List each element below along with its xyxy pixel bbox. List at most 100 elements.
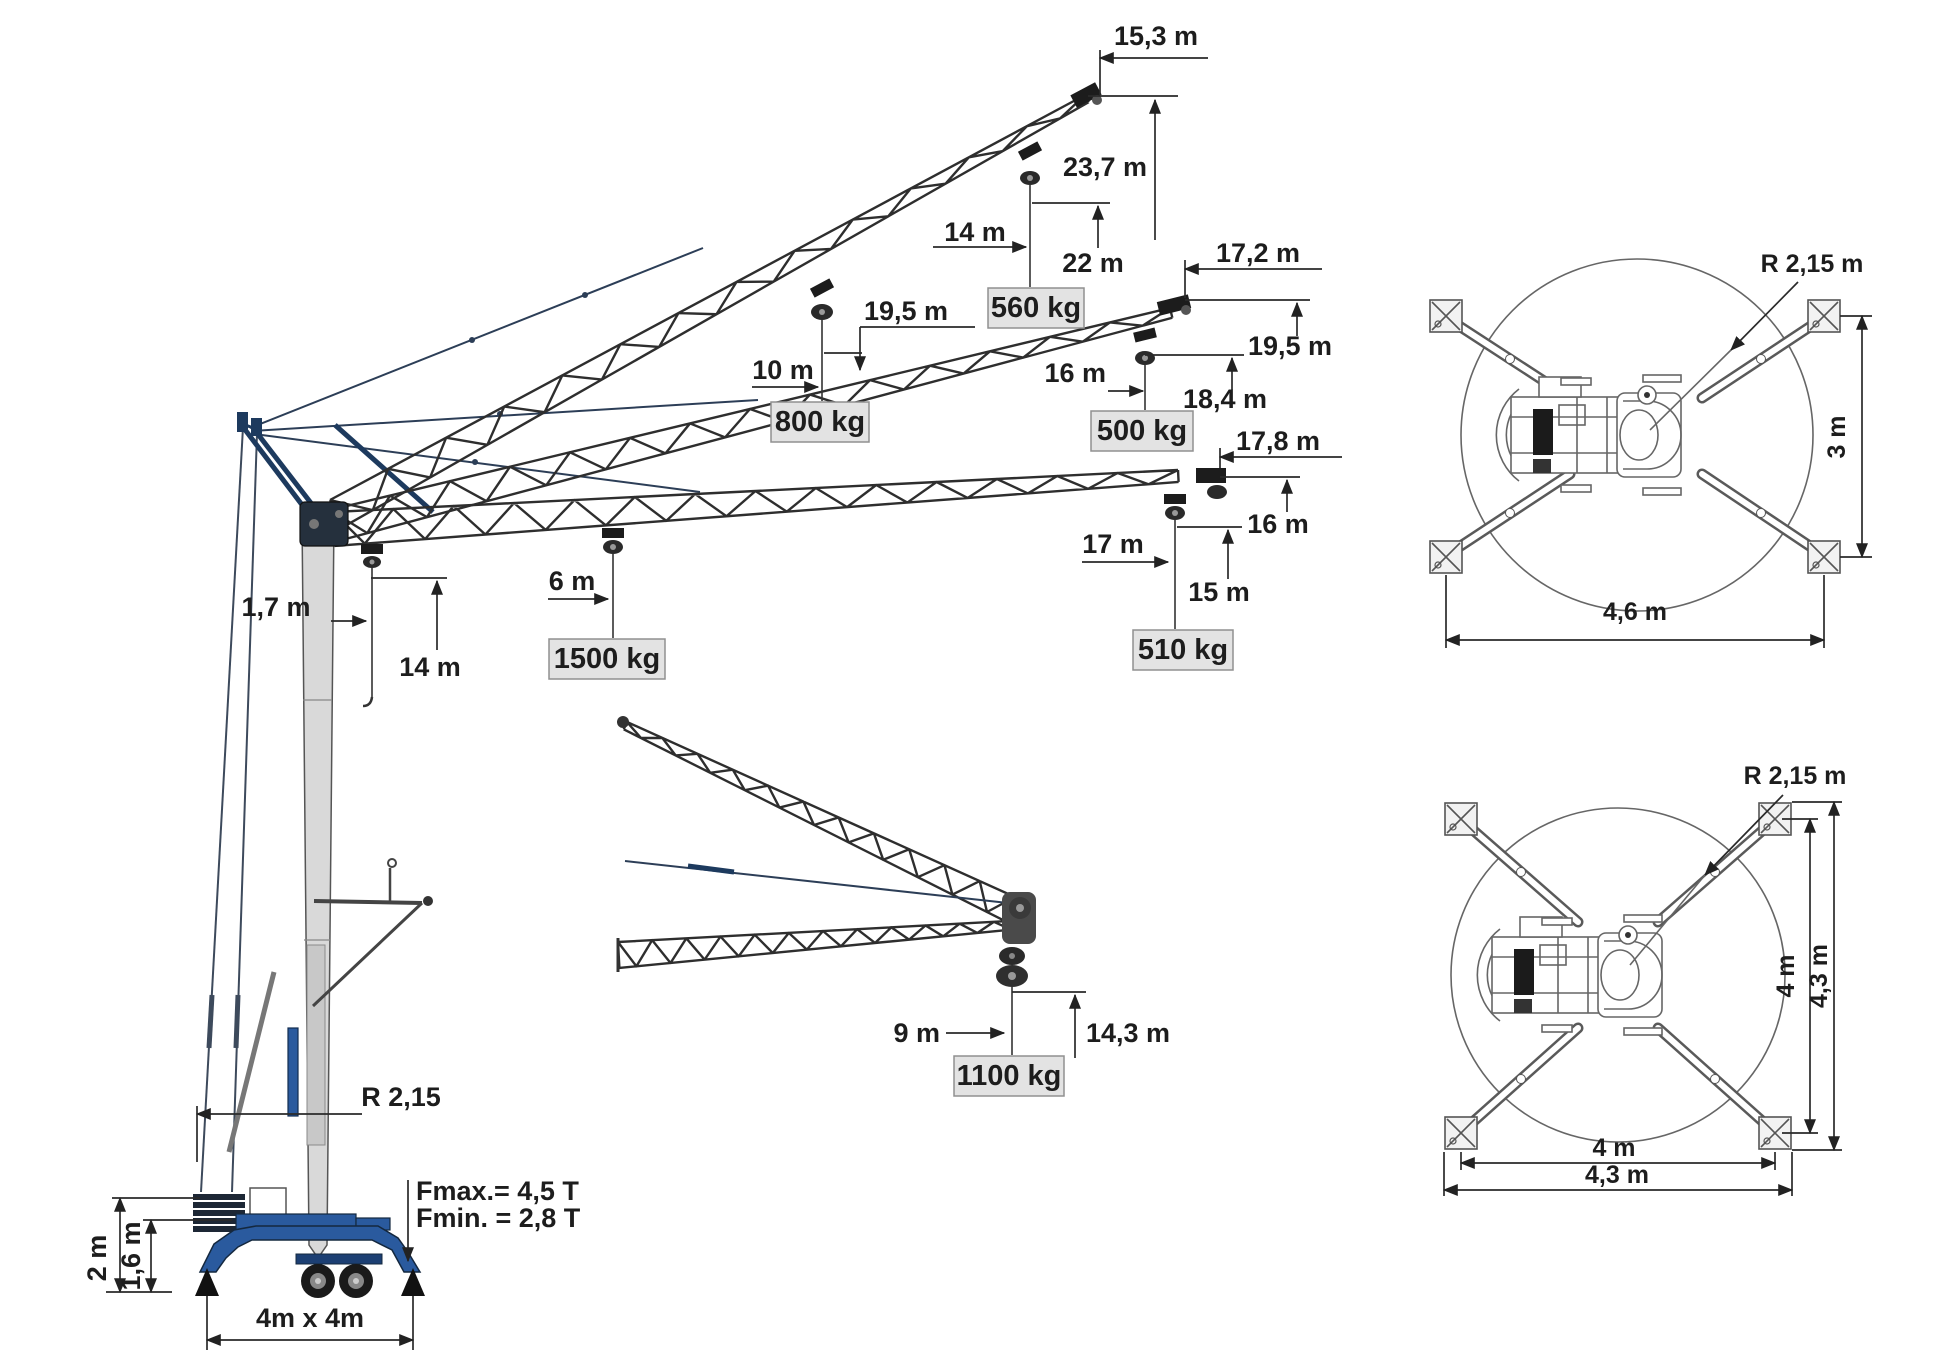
- label-500-kg: 500 kg: [1097, 415, 1187, 447]
- label-r215-extended: R 2,15 m: [1744, 762, 1847, 790]
- dim-slew-radius-compact: R 2,15 m: [1649, 250, 1864, 431]
- dim-tip-height-15deg: 19,5 m: [1185, 299, 1332, 361]
- label-16-m-horiz: 16 m: [1247, 509, 1309, 539]
- capacity-800kg: 800 kg: [770, 401, 870, 443]
- label-17-8-m: 17,8 m: [1236, 426, 1320, 456]
- top-view-compact: R 2,15 m 3 m 4,6 m: [1429, 250, 1872, 648]
- dim-folded-radius: 9 m: [893, 1018, 1006, 1048]
- erection-strut: [226, 971, 277, 1153]
- dim-height-15m-horizontal: 15 m: [1177, 526, 1250, 607]
- label-4m-x-4m: 4m x 4m: [256, 1303, 364, 1333]
- dim-chassis-height: 1,6 m: [116, 1218, 232, 1294]
- capacity-560kg: 560 kg: [987, 287, 1085, 329]
- dim-radius-17m-horizontal: 17 m: [1082, 529, 1170, 568]
- dim-tip-height-30deg: 23,7 m: [1063, 95, 1178, 240]
- hydraulic-cylinder: [287, 1027, 299, 1117]
- trolley-6m: [602, 528, 624, 638]
- trolley-min-radius: [361, 544, 383, 708]
- label-510-kg: 510 kg: [1138, 634, 1228, 666]
- dim-height-19-5m-30deg: 19,5 m: [824, 296, 975, 372]
- outrigger-pad-left: [195, 1268, 219, 1296]
- label-1-7-m: 1,7 m: [241, 592, 310, 622]
- ballast-stack: [193, 1194, 245, 1232]
- label-23-7-m: 23,7 m: [1063, 152, 1147, 182]
- dim-height-22m-30deg: 22 m: [1032, 202, 1124, 278]
- dim-tip-height-horizontal: 16 m: [1220, 476, 1309, 539]
- capacity-500kg: 500 kg: [1090, 410, 1194, 452]
- label-fmin: Fmin. = 2,8 T: [416, 1203, 581, 1233]
- label-r215-compact: R 2,15 m: [1761, 250, 1864, 278]
- top-view-extended: R 2,15 m 4 m 4,3 m 4 m 4,3 m: [1442, 762, 1847, 1196]
- label-16-m-mid: 16 m: [1044, 358, 1106, 388]
- dim-slew-radius-extended: R 2,15 m: [1629, 762, 1847, 966]
- tower-mast: [226, 501, 433, 1260]
- label-17-2-m: 17,2 m: [1216, 238, 1300, 268]
- label-19-5-m-mid: 19,5 m: [1248, 331, 1332, 361]
- label-fmax: Fmax.= 4,5 T: [416, 1176, 579, 1206]
- corner-forces: Fmax.= 4,5 T Fmin. = 2,8 T: [402, 1176, 581, 1263]
- label-4-3-m-horiz: 4,3 m: [1585, 1161, 1649, 1189]
- dim-tip-radius-30deg: 15,3 m: [1098, 21, 1208, 95]
- dim-radius-14m-30deg: 14 m: [933, 217, 1028, 253]
- label-15-m: 15 m: [1188, 577, 1250, 607]
- label-800-kg: 800 kg: [775, 406, 865, 438]
- label-14-m-horiz: 14 m: [399, 652, 461, 682]
- label-17-m: 17 m: [1082, 529, 1144, 559]
- folded-jib-view: 9 m 14,3 m 1100 kg: [616, 716, 1170, 1097]
- dim-width-4-3m: 4,3 m: [1442, 1152, 1794, 1196]
- label-2-m: 2 m: [82, 1235, 112, 1282]
- label-18-4-m: 18,4 m: [1183, 384, 1267, 414]
- label-r-2-15: R 2,15: [361, 1082, 441, 1112]
- dim-depth-4-3m: 4,3 m: [1792, 800, 1842, 1152]
- wheel-front: [339, 1264, 373, 1298]
- label-6-m: 6 m: [549, 566, 596, 596]
- erection-arm: [311, 858, 433, 1008]
- trolley-steep-10m: [809, 278, 835, 401]
- label-3-m: 3 m: [1823, 415, 1851, 458]
- label-15-3-m: 15,3 m: [1114, 21, 1198, 51]
- guy-rods: [200, 426, 258, 1193]
- outrigger-arms-compact: [1444, 314, 1826, 559]
- label-1-6-m: 1,6 m: [116, 1221, 146, 1290]
- label-4-6-m: 4,6 m: [1603, 598, 1667, 626]
- chassis-beam: [198, 1225, 422, 1273]
- label-9-m: 9 m: [893, 1018, 940, 1048]
- dim-radius-16m-15deg: 16 m: [1044, 358, 1145, 397]
- dim-tip-radius-horizontal: 17,8 m: [1218, 426, 1342, 468]
- label-560-kg: 560 kg: [991, 292, 1081, 324]
- wheel-rear: [301, 1264, 335, 1298]
- label-1100-kg: 1100 kg: [957, 1060, 1062, 1092]
- label-14-3-m: 14,3 m: [1086, 1018, 1170, 1048]
- folded-upper-boom: [622, 720, 1017, 922]
- dim-width-4m: 4 m: [1459, 1134, 1777, 1170]
- dim-support-base: 4m x 4m: [205, 1296, 415, 1350]
- jib-truss-30deg: [328, 93, 1090, 528]
- trolley-horizontal-tip: [1164, 468, 1227, 629]
- capacity-1100kg: 1100 kg: [953, 1055, 1065, 1097]
- label-4-m-vert: 4 m: [1772, 954, 1800, 997]
- dim-depth-4m: 4 m: [1772, 817, 1818, 1135]
- trolley-mid-jib: [1133, 294, 1192, 410]
- slew-head: [299, 501, 349, 547]
- dim-overall-height: 2 m: [82, 1196, 200, 1294]
- dim-min-hook-height: 14 m: [371, 577, 461, 682]
- label-19-5-m-steep: 19,5 m: [864, 296, 948, 326]
- dim-tail-radius: R 2,15: [195, 1082, 441, 1162]
- label-10-m: 10 m: [752, 355, 814, 385]
- dim-radius-10m-30deg: 10 m: [752, 355, 820, 393]
- outrigger-arms-extended: [1459, 817, 1777, 1135]
- jib-tie-rods: [249, 247, 759, 514]
- label-22-m: 22 m: [1062, 248, 1124, 278]
- label-4-m-horiz: 4 m: [1592, 1134, 1635, 1162]
- capacity-1500kg: 1500 kg: [548, 638, 666, 680]
- side-view-erected-crane: 15,3 m 23,7 m 14 m 22 m 560 kg 19,5 m 10: [82, 21, 1342, 1350]
- dim-min-radius: 1,7 m: [241, 592, 368, 627]
- folded-pivot-assembly: [996, 892, 1036, 1055]
- dim-radius-6m: 6 m: [548, 566, 610, 605]
- dim-width-4-6m: 4,6 m: [1444, 575, 1826, 648]
- trailer-chassis: [193, 1187, 425, 1298]
- dim-tip-radius-15deg: 17,2 m: [1183, 238, 1322, 298]
- outrigger-pad-right: [401, 1268, 425, 1296]
